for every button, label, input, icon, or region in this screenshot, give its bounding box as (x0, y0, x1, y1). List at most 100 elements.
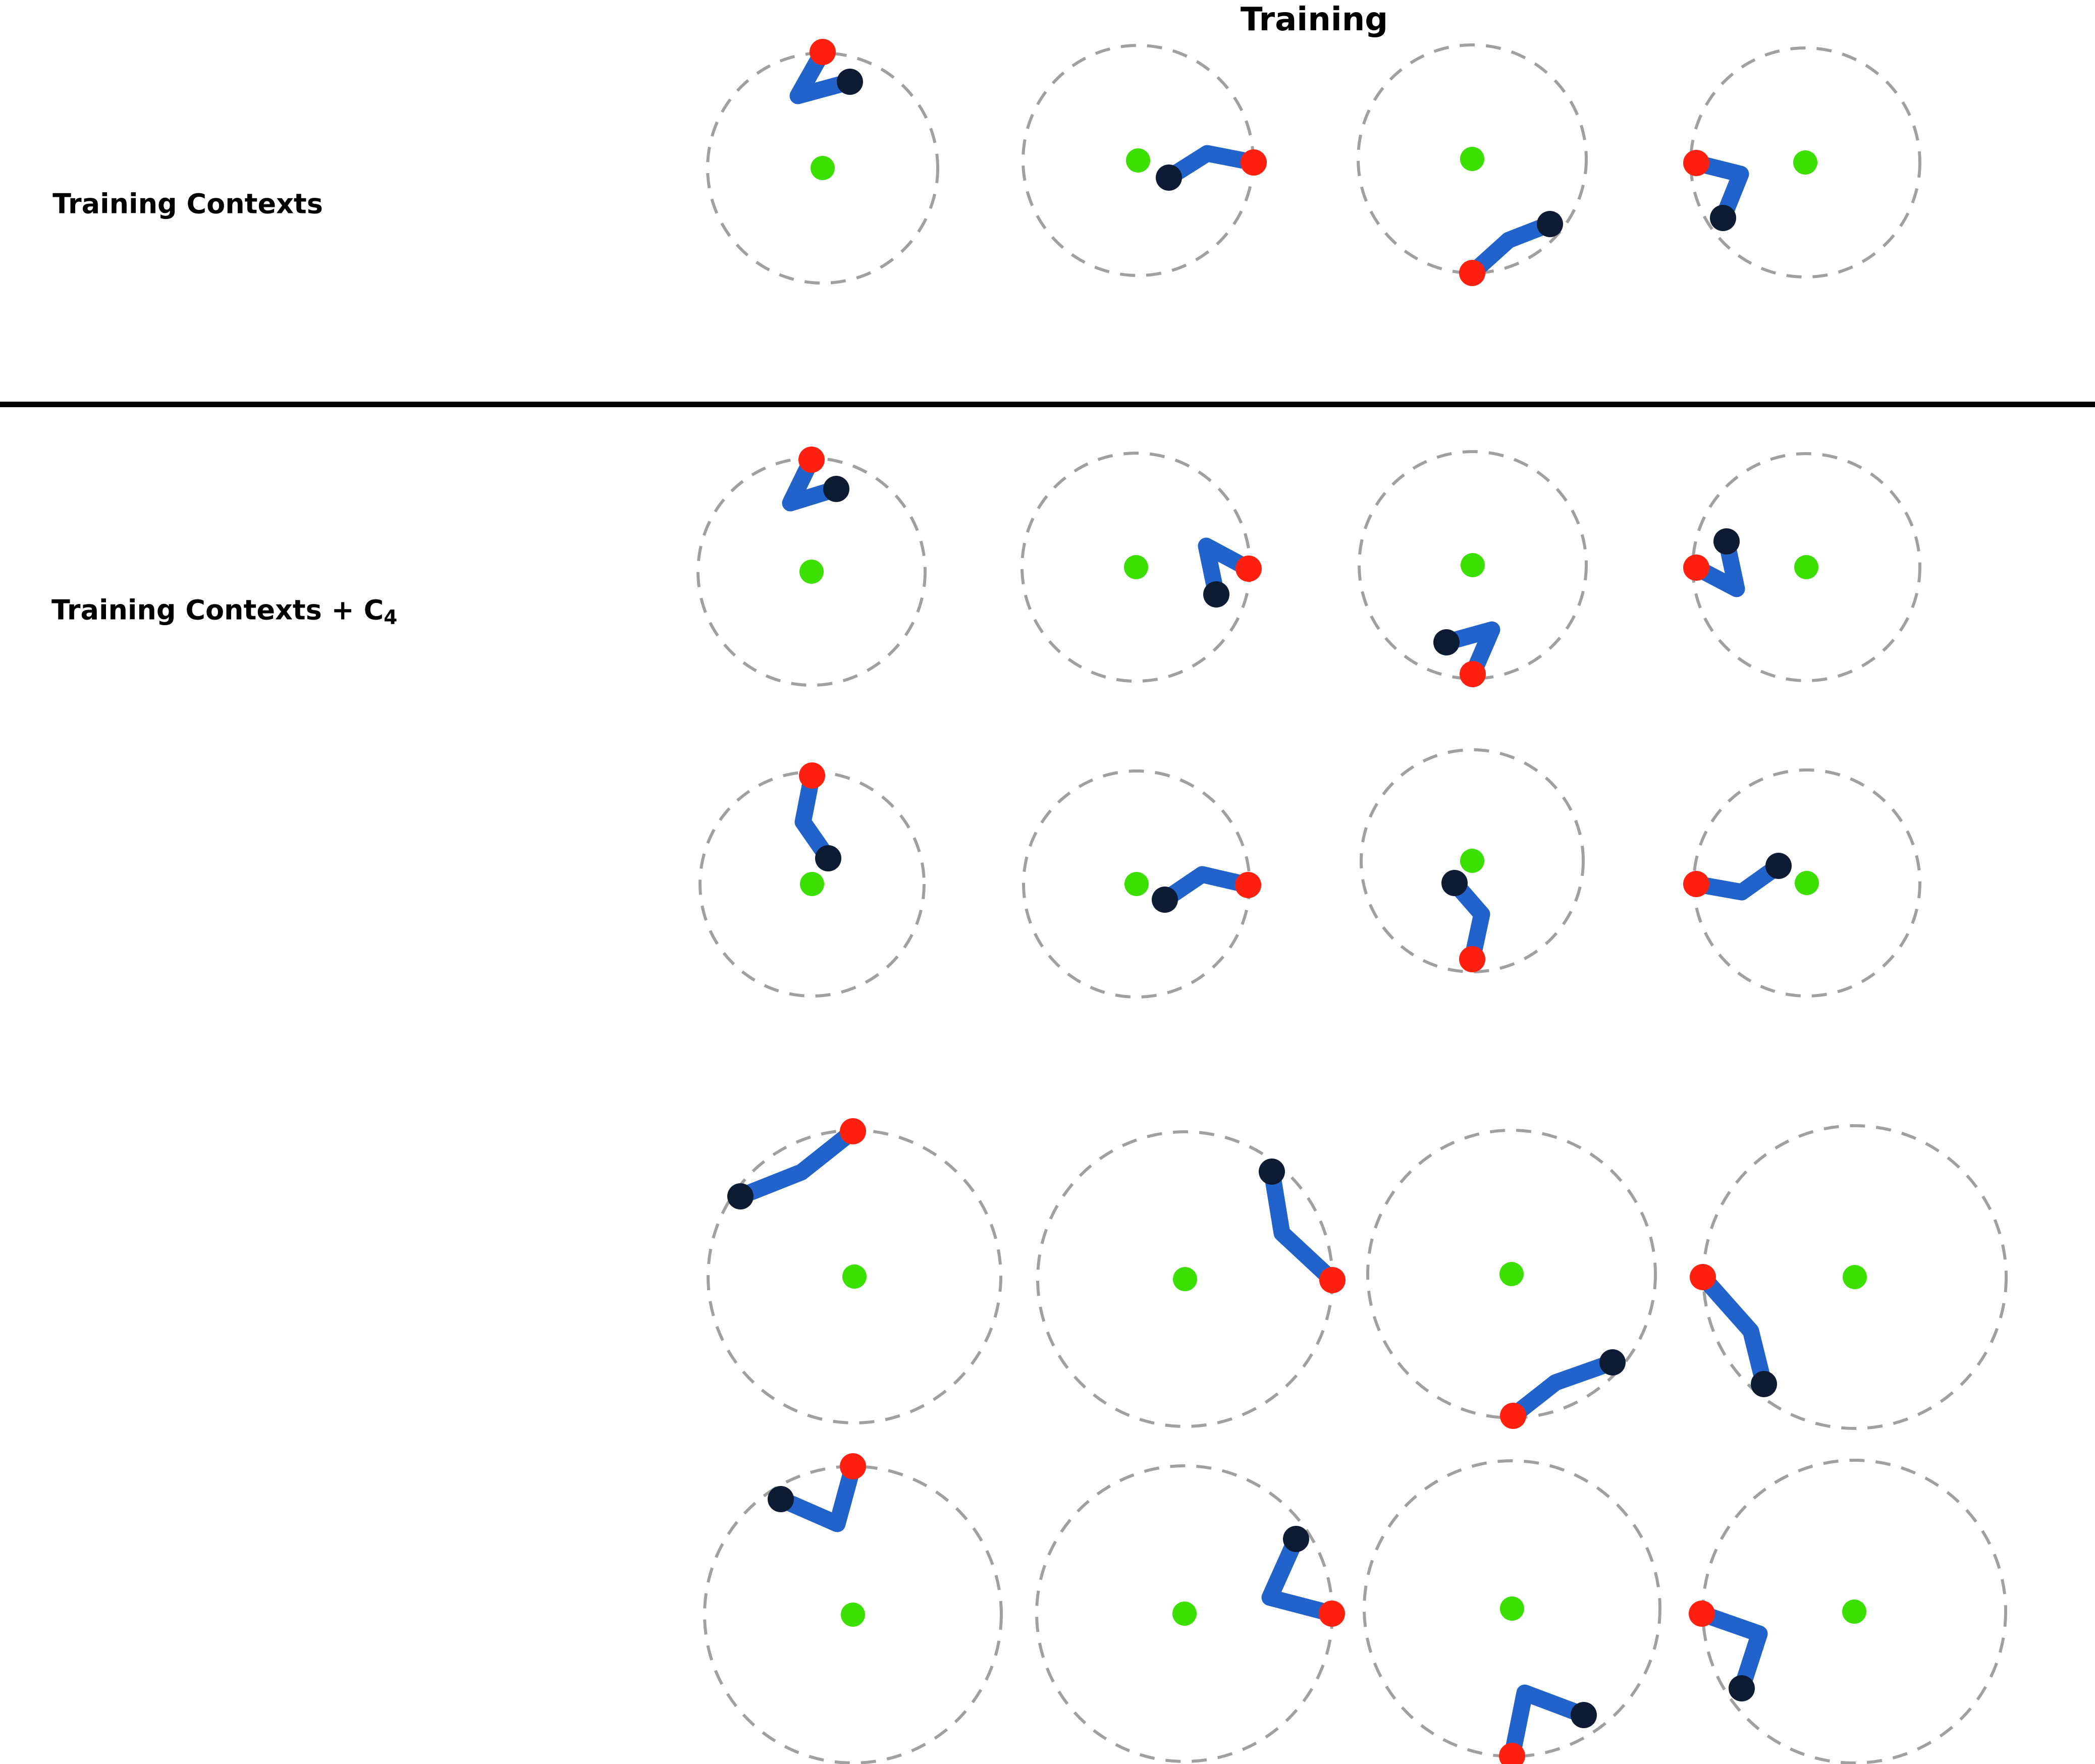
panel-c4-row2-col4 (1683, 452, 1921, 682)
panel-c4-row4-col4 (1690, 1124, 2008, 1430)
end-effector-dot (1283, 1526, 1309, 1552)
end-effector-dot (1713, 528, 1740, 555)
target-dot (1124, 872, 1149, 896)
workspace-boundary-circle (1366, 1129, 1657, 1419)
arm-links (1688, 533, 1745, 597)
end-effector-dot (1203, 581, 1229, 608)
section-divider (0, 402, 2095, 407)
arm-links (1694, 1269, 1772, 1393)
arm-links (1464, 215, 1559, 282)
arm-links (782, 451, 845, 512)
end-effector-dot (768, 1486, 794, 1512)
workspace-boundary-circle (1358, 450, 1588, 680)
target-dot (1173, 1267, 1197, 1291)
target-dot (1793, 150, 1817, 175)
panel-c4-row4-col3 (1366, 1129, 1657, 1429)
panel-training-row1-col1 (706, 39, 939, 285)
row-label-c4-main-text: Training Contexts + C (51, 594, 384, 626)
panel-c4-row3-col1 (699, 762, 926, 998)
panel-c4-row5-col4 (1689, 1459, 2007, 1764)
arm-links (1505, 1354, 1621, 1424)
panel-c4-row5-col3 (1363, 1459, 1661, 1764)
workspace-boundary-circle (1689, 46, 1921, 279)
end-effector-dot (1729, 1675, 1755, 1701)
panel-training-row1-col4 (1683, 46, 1921, 279)
arm-base-dot (840, 1453, 866, 1479)
arm-base-dot (1235, 556, 1262, 582)
arm-base-dot (1499, 1743, 1525, 1764)
arm-links (1693, 1605, 1768, 1697)
target-dot (1843, 1265, 1867, 1289)
workspace-boundary-circle (1691, 452, 1921, 682)
target-dot (842, 1264, 867, 1289)
end-effector-dot (1537, 211, 1563, 237)
arm-links (1688, 857, 1787, 901)
arm-base-dot (1683, 150, 1709, 176)
figure-title: Training (1240, 1, 1388, 38)
arm-base-dot (798, 447, 825, 473)
row-label-training-contexts-c4: Training Contexts + C4 (51, 594, 397, 629)
end-effector-dot (823, 476, 849, 502)
target-dot (1124, 555, 1148, 579)
arm-links (1263, 1163, 1341, 1289)
panel-c4-row2-col2 (1020, 452, 1262, 683)
workspace-boundary-circle (1363, 1459, 1661, 1758)
end-effector-dot (1441, 870, 1468, 896)
arm-links (1503, 1684, 1592, 1764)
end-effector-dot (1599, 1349, 1626, 1375)
end-effector-dot (1571, 1702, 1597, 1728)
target-dot (1794, 555, 1818, 579)
panel-c4-row2-col1 (696, 447, 927, 687)
arm-links (789, 43, 858, 104)
end-effector-dot (727, 1183, 754, 1209)
target-dot (1795, 871, 1819, 895)
arm-base-dot (1683, 555, 1709, 581)
arm-links (732, 1123, 862, 1205)
end-effector-dot (1152, 887, 1178, 913)
panel-training-row1-col2 (1022, 44, 1267, 277)
panel-c4-row3-col3 (1360, 748, 1585, 973)
panel-training-row1-col3 (1357, 43, 1588, 286)
panel-c4-row3-col4 (1683, 768, 1921, 998)
target-dot (1460, 849, 1484, 873)
target-dot (841, 1603, 865, 1627)
target-dot (1172, 1602, 1197, 1626)
target-dot (1842, 1600, 1866, 1624)
arm-base-dot (1459, 946, 1485, 972)
panel-c4-row3-col2 (1022, 769, 1261, 999)
arm-links (1688, 154, 1749, 227)
end-effector-dot (1433, 629, 1460, 655)
target-dot (1461, 553, 1485, 577)
arm-links (1261, 1530, 1340, 1622)
arm-base-dot (810, 39, 836, 65)
arm-links (1438, 621, 1500, 683)
workspace-boundary-circle (1360, 748, 1585, 973)
target-dot (811, 156, 835, 180)
arm-base-dot (1683, 871, 1709, 897)
end-effector-dot (1751, 1371, 1777, 1397)
arm-links (794, 767, 837, 867)
end-effector-dot (1156, 164, 1182, 191)
target-dot (1126, 148, 1150, 173)
workspace-boundary-circle (1357, 43, 1588, 274)
workspace-boundary-circle (703, 1465, 1003, 1764)
target-dot (799, 560, 824, 584)
end-effector-dot (1259, 1159, 1285, 1185)
arm-links (1156, 866, 1257, 908)
arm-links (1446, 874, 1490, 968)
panel-c4-row2-col3 (1358, 450, 1588, 687)
end-effector-dot (815, 845, 841, 871)
row-label-c4-subscript: 4 (384, 606, 398, 629)
arm-base-dot (1235, 872, 1261, 898)
arm-base-dot (1319, 1601, 1345, 1627)
arm-links (1198, 537, 1257, 603)
arm-base-dot (1241, 149, 1267, 176)
row-label-training-contexts: Training Contexts (52, 188, 323, 220)
arm-base-dot (1500, 1403, 1526, 1429)
arm-links (772, 1458, 862, 1532)
panel-c4-row5-col1 (703, 1453, 1003, 1764)
target-dot (1500, 1596, 1524, 1621)
panel-c4-row4-col2 (1036, 1130, 1346, 1428)
